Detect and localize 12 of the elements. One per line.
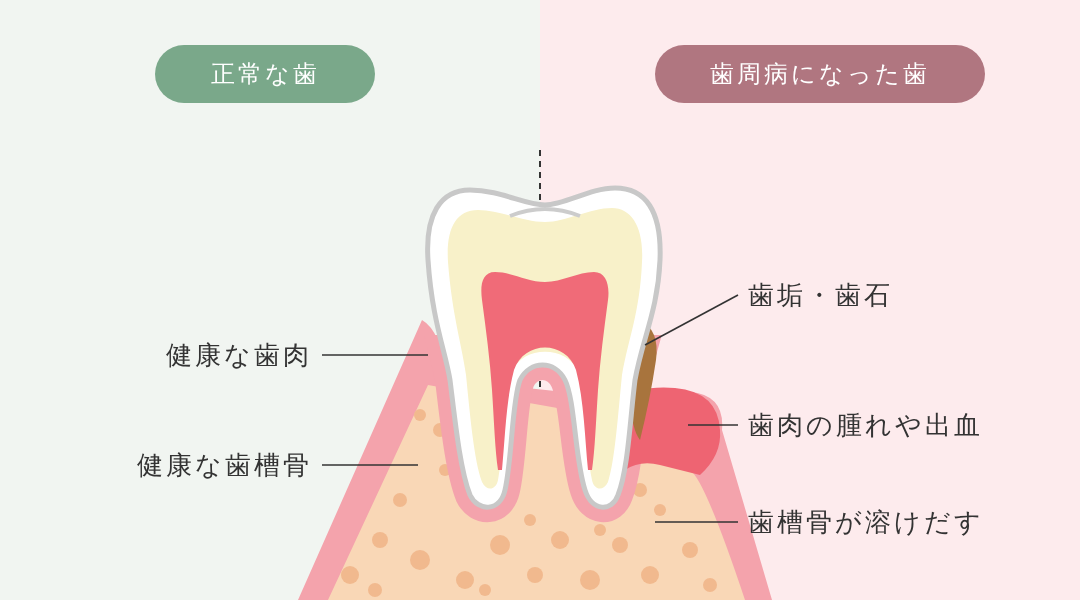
leader-line — [321, 354, 429, 356]
callout-label: 健康な歯肉 — [100, 335, 322, 375]
title-pill: 歯周病になった歯 — [655, 45, 985, 103]
callout-label: 健康な歯槽骨 — [80, 445, 322, 485]
leader-line — [654, 521, 739, 523]
leader-line — [687, 424, 739, 426]
leader-line — [321, 464, 419, 466]
callout-label: 歯垢・歯石 — [738, 275, 1038, 315]
callout-label: 歯肉の腫れや出血 — [738, 405, 1058, 445]
callout-label: 歯槽骨が溶けだす — [738, 502, 1058, 542]
title-pill: 正常な歯 — [155, 45, 375, 103]
leader-line — [644, 294, 739, 346]
